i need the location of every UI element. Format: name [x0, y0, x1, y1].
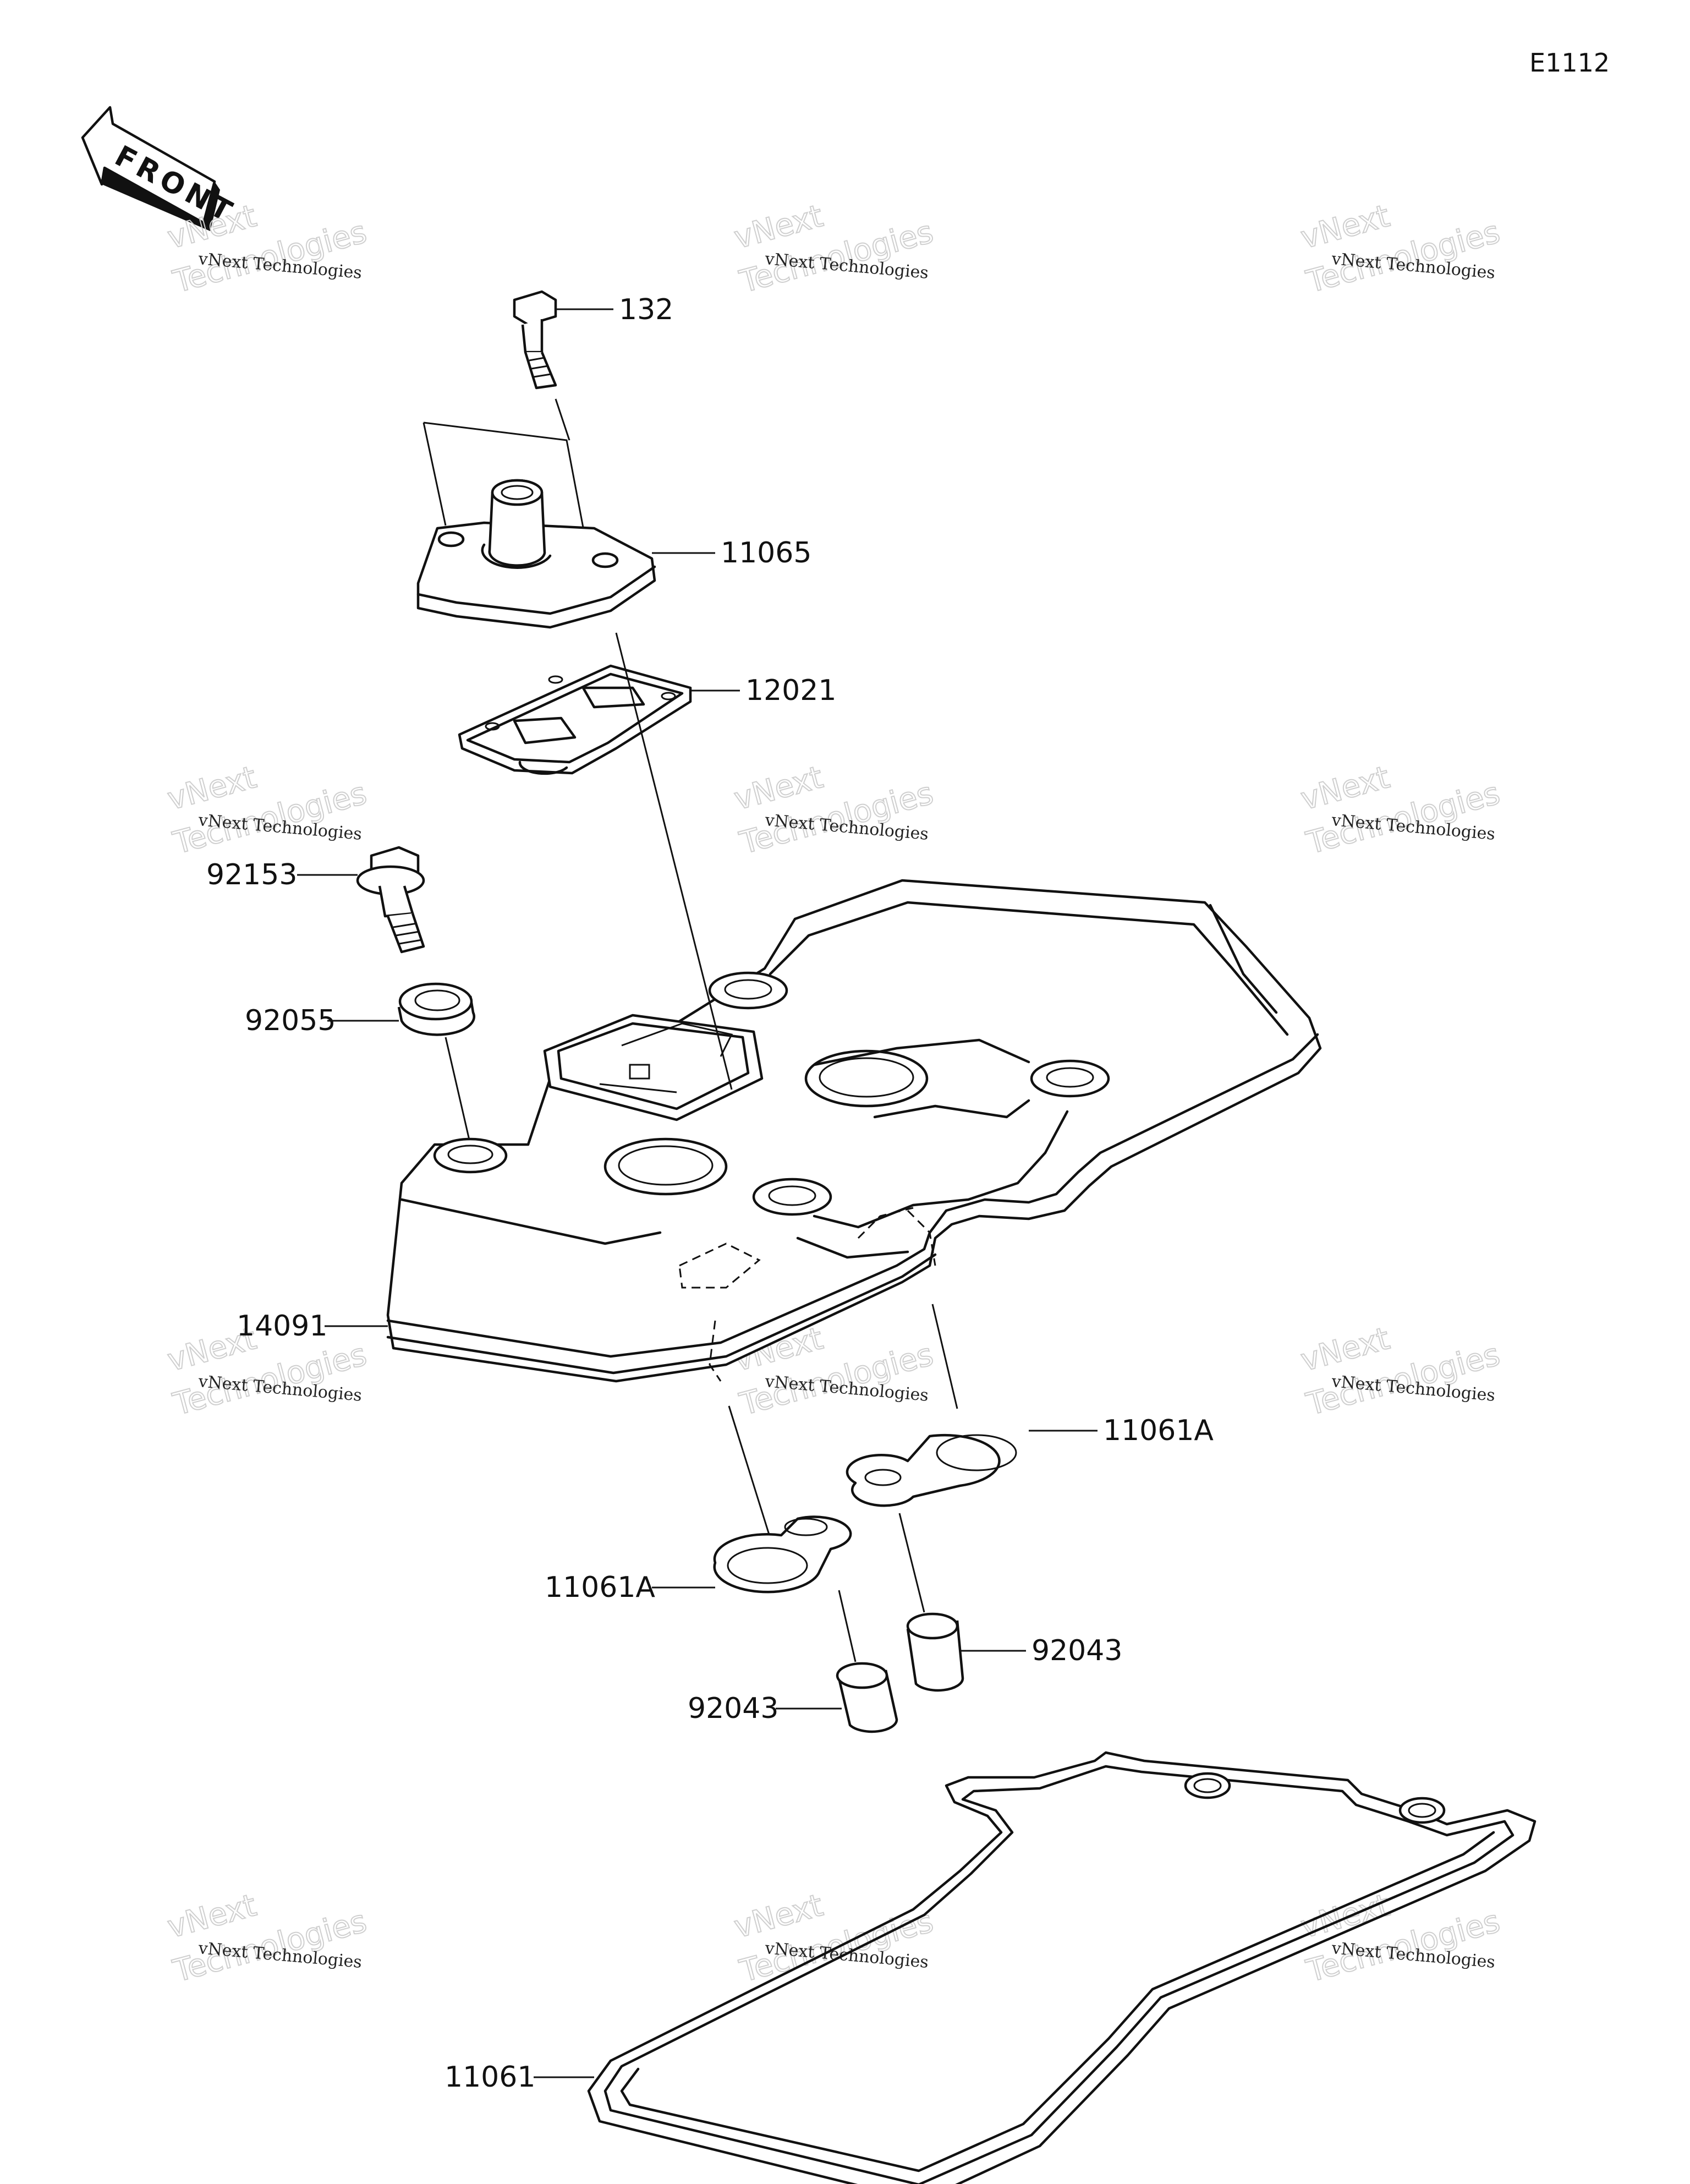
- part-labels: 132 11065 12021 92153 92055 14091 11061A…: [206, 293, 1214, 2094]
- watermark: vNext Technologies vNext Technologies: [730, 198, 937, 300]
- dowel-92043-left-drawing: [776, 1590, 898, 1733]
- bolt-92153-drawing: [297, 846, 425, 954]
- diagram-code: E1112: [1529, 48, 1610, 78]
- watermark: vNext Technologies vNext Technologies: [1297, 759, 1504, 862]
- part-label-92153: 92153: [206, 858, 297, 891]
- head-cover-14091-drawing: [325, 632, 1322, 1383]
- watermark: vNext Technologies vNext Technologies: [730, 759, 937, 862]
- part-label-92043-right: 92043: [1031, 1634, 1122, 1667]
- dowel-92043-right-drawing: [898, 1513, 1026, 1692]
- watermark: vNext Technologies vNext Technologies: [163, 759, 371, 862]
- gasket-11061a-left-drawing: [652, 1405, 852, 1594]
- watermark: vNext Technologies vNext Technologies: [1297, 1320, 1504, 1423]
- part-label-12021: 12021: [745, 674, 836, 707]
- part-label-11065: 11065: [721, 537, 811, 570]
- part-label-11061: 11061: [445, 2061, 535, 2094]
- gasket-11061a-right-drawing: [846, 1304, 1098, 1507]
- part-label-14091: 14091: [237, 1310, 327, 1343]
- gasket-11061-plug-left: [1184, 1772, 1231, 1799]
- seal-92055-drawing: [327, 982, 475, 1145]
- gasket-11061-plug-right: [1398, 1797, 1446, 1824]
- part-label-92055: 92055: [245, 1004, 336, 1037]
- part-label-11061a-right: 11061A: [1103, 1414, 1214, 1447]
- part-label-92043-left: 92043: [688, 1692, 778, 1725]
- part-label-132: 132: [619, 293, 673, 326]
- watermark: vNext Technologies vNext Technologies: [1297, 198, 1504, 300]
- bolt-132-drawing: [513, 290, 613, 441]
- gasket-12021-drawing: [458, 664, 740, 775]
- part-label-11061a-left: 11061A: [545, 1571, 655, 1604]
- watermark: vNext Technologies vNext Technologies: [730, 1887, 937, 1990]
- watermark: vNext Technologies vNext Technologies: [163, 1887, 371, 1990]
- watermark: vNext Technologies vNext Technologies: [163, 198, 371, 300]
- breather-cover-11065-drawing: [416, 422, 715, 629]
- gasket-11061-drawing: [534, 1751, 1537, 2184]
